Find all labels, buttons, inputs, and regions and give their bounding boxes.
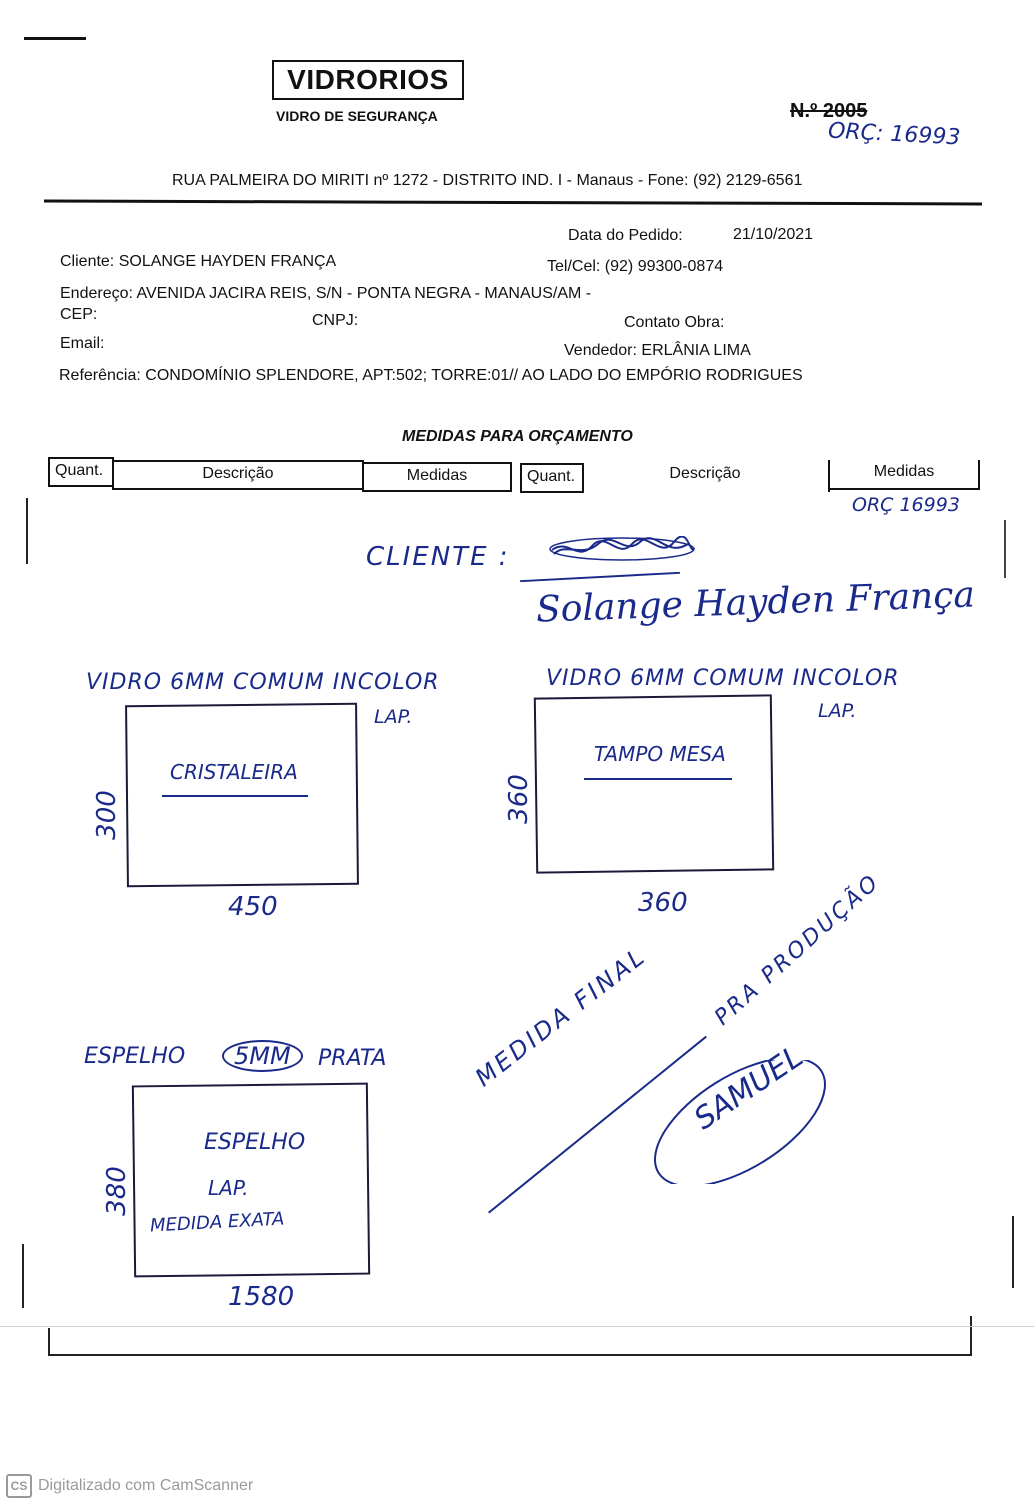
client-label-handwritten: CLIENTE : [366,542,510,572]
table-border-bottom-right [970,1316,972,1356]
email-label: Email: [60,335,105,352]
scanner-watermark: CS Digitalizado com CamScanner [6,1474,253,1498]
order-date-label: Data do Pedido: [568,227,683,244]
item3-description-b: 5MM [222,1040,303,1072]
order-date-value: 21/10/2021 [733,226,814,243]
seller-name: Vendedor: ERLÂNIA LIMA [564,342,751,359]
orcamento-number-table: ORÇ 16993 [852,494,960,516]
company-logo: VIDRORIOS [272,60,464,100]
item1-width: 450 [228,892,278,922]
orcamento-number: ORÇ: 16993 [827,118,961,151]
scan-faint-line [0,1326,1034,1327]
client-signature: Solange Hayden França [535,574,976,631]
approval-stamp [640,1056,840,1188]
item1-lapidado: LAP. [374,706,413,728]
column-header-descricao-2: Descrição [582,462,830,492]
table-border-left-lower [22,1244,24,1308]
client-phone: Tel/Cel: (92) 99300-0874 [547,258,724,275]
item2-name: TAMPO MESA [594,742,726,766]
item3-height: 380 [101,1166,132,1216]
scribble-icon [549,535,695,561]
camscanner-icon: CS [6,1474,32,1498]
item3-description-c: PRATA [318,1046,387,1071]
cnpj-label: CNPJ: [312,312,359,329]
column-header-quant-2: Quant. [520,463,584,493]
header-divider [43,199,983,206]
column-header-medidas-1: Medidas [362,462,512,492]
scanner-watermark-text: Digitalizado com CamScanner [38,1477,254,1494]
item2-description: VIDRO 6MM COMUM INCOLOR [546,666,900,691]
company-address: RUA PALMEIRA DO MIRITI nº 1272 - DISTRIT… [172,172,803,189]
document-number: N.º 2005 [790,100,868,122]
scan-mark [24,37,86,40]
section-title: MEDIDAS PARA ORÇAMENTO [402,428,633,445]
item2-height: 360 [503,774,534,824]
item3-glass-sketch [131,1082,371,1278]
table-border-right-lower [1012,1216,1014,1288]
item2-glass-sketch [533,694,775,874]
reference-text: Referência: CONDOMÍNIO SPLENDORE, APT:50… [59,367,803,384]
client-address: Endereço: AVENIDA JACIRA REIS, S/N - PON… [60,285,592,302]
column-header-descricao-1: Descrição [112,460,364,490]
company-subtitle: VIDRO DE SEGURANÇA [276,108,438,124]
item2-name-underline [584,778,732,780]
contact-label: Contato Obra: [624,314,725,331]
item1-height: 300 [91,790,122,840]
item2-lapidado: LAP. [818,700,857,722]
final-measure-note-line2: PRA PRODUÇÃO [710,869,886,1031]
table-border-right [1004,520,1006,578]
scribble-mark [548,535,696,562]
item1-description: VIDRO 6MM COMUM INCOLOR [86,670,440,695]
column-header-medidas-2: Medidas [828,460,980,490]
column-header-quant-1: Quant. [48,457,114,487]
table-border-bottom [48,1354,972,1356]
item1-name-underline [162,795,308,797]
final-measure-note-line1: MEDIDA FINAL [470,941,652,1093]
item2-width: 360 [638,888,688,918]
table-border-bottom-left [48,1328,50,1356]
item3-description-a: ESPELHO [84,1044,186,1069]
table-border-left [26,498,28,564]
item3-width: 1580 [228,1282,295,1312]
signature-underline [520,571,680,583]
item3-name: ESPELHO [204,1130,306,1155]
item1-name: CRISTALEIRA [170,760,298,784]
item3-lapidado: LAP. [208,1176,249,1200]
client-name: Cliente: SOLANGE HAYDEN FRANÇA [60,253,337,270]
stamp-oval-icon [654,1056,826,1188]
cep-label: CEP: [60,306,98,323]
